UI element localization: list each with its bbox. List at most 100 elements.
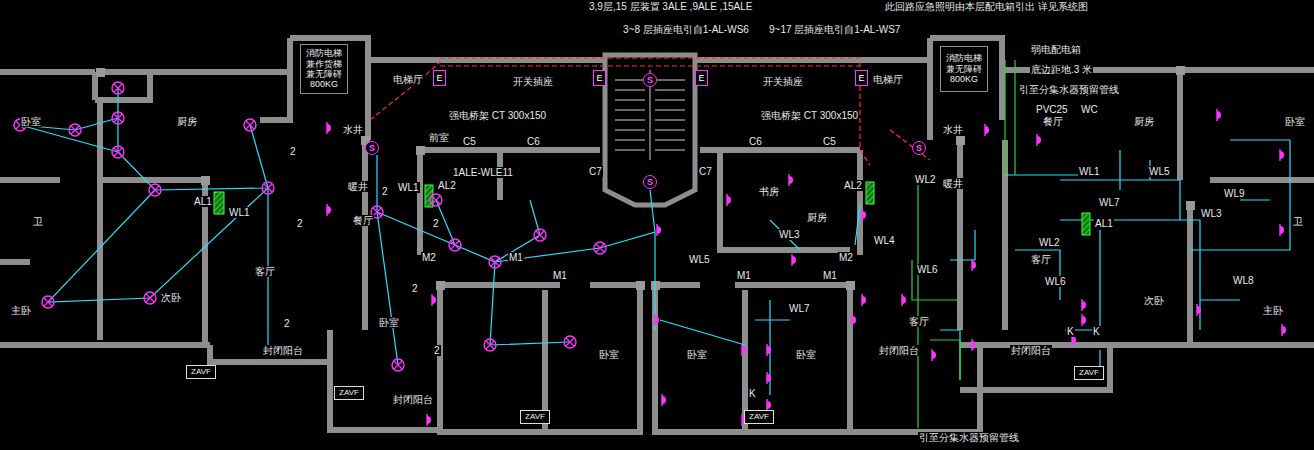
note: 开关插座 — [762, 76, 804, 87]
lamps-part — [489, 256, 501, 268]
lamps-part — [244, 119, 256, 131]
lamps-part — [42, 296, 54, 308]
room-label: 次卧 — [160, 292, 182, 303]
node-text-group: S — [369, 144, 375, 153]
columns — [96, 66, 1195, 290]
weak-current-wires — [912, 60, 1015, 428]
columns-part — [1176, 66, 1185, 75]
wire-count: 2 — [296, 218, 304, 229]
node-text: E — [436, 74, 442, 83]
elevator-shaft: 消防电梯 兼无障碍 800KG — [940, 46, 988, 92]
lamps-part — [149, 184, 161, 196]
sockets-part — [789, 174, 793, 186]
node-text: 消防电梯 兼无障碍 800KG — [944, 53, 984, 84]
cable-tray — [370, 58, 930, 165]
cable-tray-part — [370, 58, 930, 165]
ac-unit-box: ZAVF — [744, 410, 774, 424]
node-text-group: E — [698, 74, 704, 83]
emergency-light-box: E — [593, 70, 606, 86]
switch-label: K — [1092, 326, 1101, 337]
tray-label: 强电桥架 CT 300x150 — [760, 110, 859, 121]
smoke-detector: S — [912, 141, 926, 155]
sockets-part — [427, 414, 431, 426]
lamps-part — [112, 82, 124, 94]
node-text-group: ZAVF — [339, 389, 359, 398]
circuit-label: WL6 — [916, 264, 939, 275]
lamps-part — [112, 146, 124, 158]
node-text-group: 消防电梯 兼作货梯 兼无障碍 800KG — [304, 48, 344, 89]
lamps-part — [430, 194, 442, 206]
lamps-part — [112, 112, 124, 124]
node-text-group: E — [436, 74, 442, 83]
node-text-group: 消防电梯 兼无障碍 800KG — [944, 53, 984, 84]
room-label: 客厅 — [1030, 254, 1052, 265]
sockets-part — [657, 224, 661, 236]
stair-treads — [615, 70, 685, 160]
note: 引至分集水器预留管线 — [918, 432, 1020, 443]
room-label: 卫 — [1292, 216, 1304, 227]
room-label: 餐厅 — [352, 215, 374, 226]
ac-unit-box: ZAVF — [520, 410, 550, 424]
elevator-shaft: 消防电梯 兼作货梯 兼无障碍 800KG — [300, 44, 348, 94]
node-text: E — [698, 74, 704, 83]
circuit-label: WL2 — [914, 174, 937, 185]
lamps-part — [534, 229, 546, 241]
sockets-part — [1037, 134, 1041, 146]
switch-label: K — [1066, 326, 1075, 337]
sockets-part — [1280, 149, 1284, 161]
stair-treads-part — [615, 70, 685, 160]
door-label: M2 — [421, 252, 437, 263]
room-label: 次卧 — [1143, 295, 1165, 306]
circuit-label: WL4 — [873, 235, 896, 246]
room-label: 主卧 — [1262, 305, 1284, 316]
smoke-detector: S — [643, 73, 657, 87]
circuit-label: WL5 — [1148, 166, 1171, 177]
node-text-group: ZAVF — [749, 413, 769, 422]
room-label: 卫 — [32, 216, 44, 227]
room-label: 厨房 — [806, 212, 828, 223]
room-label: 暖井 — [347, 181, 369, 192]
room-label: 卧室 — [795, 349, 817, 360]
lighting-wires-part — [377, 155, 600, 365]
note: 引至分集水器预留管线 — [1018, 84, 1120, 95]
room-label: 客厅 — [908, 316, 930, 327]
room-label: 主卧 — [10, 305, 32, 316]
lamps-part — [594, 242, 606, 254]
columns-part — [846, 281, 855, 290]
lamps-part — [564, 336, 576, 348]
sockets-part — [655, 314, 659, 326]
note: 底边距地.3 米 — [1030, 64, 1093, 75]
window-label: C6 — [526, 136, 541, 147]
smoke-detector: S — [365, 141, 379, 155]
walls-part — [0, 38, 1314, 432]
smoke-detector: S — [643, 175, 657, 189]
lamps-part — [144, 292, 156, 304]
node-text-group: S — [647, 178, 653, 187]
sockets-part — [1082, 299, 1086, 311]
circuit-label: WL1 — [228, 207, 251, 218]
room-label: 水井 — [342, 124, 364, 135]
door-label: M1 — [508, 252, 524, 263]
wire-count: 2 — [289, 146, 297, 157]
room-label: 前室 — [428, 132, 450, 143]
distribution-panels — [214, 182, 1090, 235]
sockets-part — [1217, 109, 1221, 121]
sockets-part — [1197, 304, 1201, 316]
conduit-label: WC — [1080, 104, 1099, 115]
circuit-label: WL6 — [1044, 276, 1067, 287]
circuit-label: WL9 — [1223, 188, 1246, 199]
distribution-panels-part — [214, 192, 224, 214]
wire-count: 2 — [381, 186, 389, 197]
window-label: C7 — [588, 166, 603, 177]
lighting-wires-part — [940, 140, 1290, 380]
room-label: 电梯厅 — [872, 74, 904, 85]
columns-part — [956, 136, 965, 145]
room-label: 封闭阳台 — [262, 345, 304, 356]
walls-part — [605, 55, 695, 205]
room-label: 客厅 — [254, 266, 276, 277]
ac-unit-box: ZAVF — [1074, 366, 1104, 380]
emergency-light-box: E — [695, 70, 708, 86]
sockets-part — [902, 294, 906, 306]
room-label: 封闭阳台 — [1010, 345, 1052, 356]
